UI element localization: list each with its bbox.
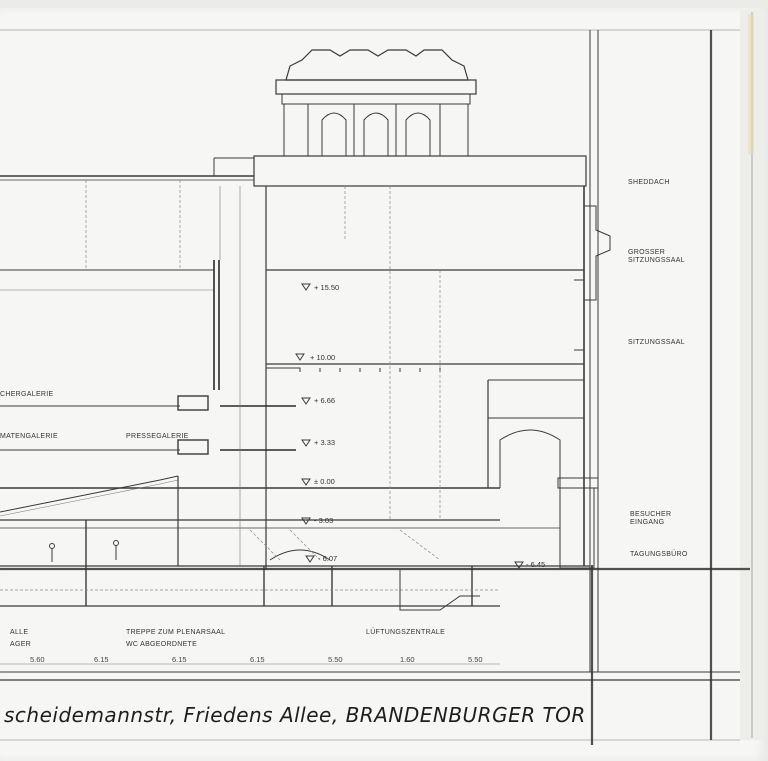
- level-label: - 3.03: [314, 516, 333, 525]
- dimension-label: 5.60: [30, 655, 45, 664]
- room-label-eingang: EINGANG: [630, 519, 664, 526]
- bottom-label-lueftungszentrale: LÜFTUNGSZENTRALE: [366, 628, 445, 636]
- room-label-tagungsbuero: TAGUNGSBÜRO: [630, 550, 688, 558]
- level-label: + 10.00: [310, 353, 335, 362]
- room-label-sitzungssaal: SITZUNGSSAAL: [628, 339, 685, 346]
- room-label-grosser: GROSSER: [628, 249, 665, 256]
- dimension-label: 6.15: [172, 655, 187, 664]
- handwritten-caption: scheidemannstr, Friedens Allee, BRANDENB…: [4, 703, 586, 727]
- level-label: + 6.66: [314, 396, 335, 405]
- dimension-label: 5.50: [328, 655, 343, 664]
- gallery-label-upper: CHERGALERIE: [0, 391, 54, 398]
- room-label-sheddach: SHEDDACH: [628, 179, 670, 186]
- bottom-label-wc: WC ABGEORDNETE: [126, 641, 197, 648]
- bottom-label-ager: AGER: [10, 641, 31, 648]
- room-label-grosser-sitzungssaal: SITZUNGSSAAL: [628, 257, 685, 264]
- level-markers: [295, 283, 524, 569]
- dome-tower: [275, 49, 477, 157]
- level-label: - 6.07: [318, 554, 337, 563]
- bottom-label-treppe: TREPPE ZUM PLENARSAAL: [126, 629, 225, 636]
- dimension-label: 5.50: [468, 655, 483, 664]
- dimension-label: 1.60: [400, 655, 415, 664]
- level-label: + 3.33: [314, 438, 335, 447]
- tape-strip: [748, 14, 754, 154]
- gallery-label-presse: PRESSEGALERIE: [126, 433, 189, 440]
- level-label: ± 0.00: [314, 477, 335, 486]
- bottom-label-alle: ALLE: [10, 629, 28, 636]
- building-section: [0, 155, 611, 611]
- paper-sheet: [0, 8, 768, 761]
- gallery-label-diplomat: MATENGALERIE: [0, 433, 58, 440]
- room-label-besucher: BESUCHER: [630, 511, 671, 518]
- dimension-label: 6.15: [250, 655, 265, 664]
- level-label: + 15.50: [314, 283, 339, 292]
- human-figure-2: [113, 540, 119, 560]
- level-label: - 6.45: [526, 560, 545, 569]
- human-figure-1: [49, 543, 55, 562]
- dimension-label: 6.15: [94, 655, 109, 664]
